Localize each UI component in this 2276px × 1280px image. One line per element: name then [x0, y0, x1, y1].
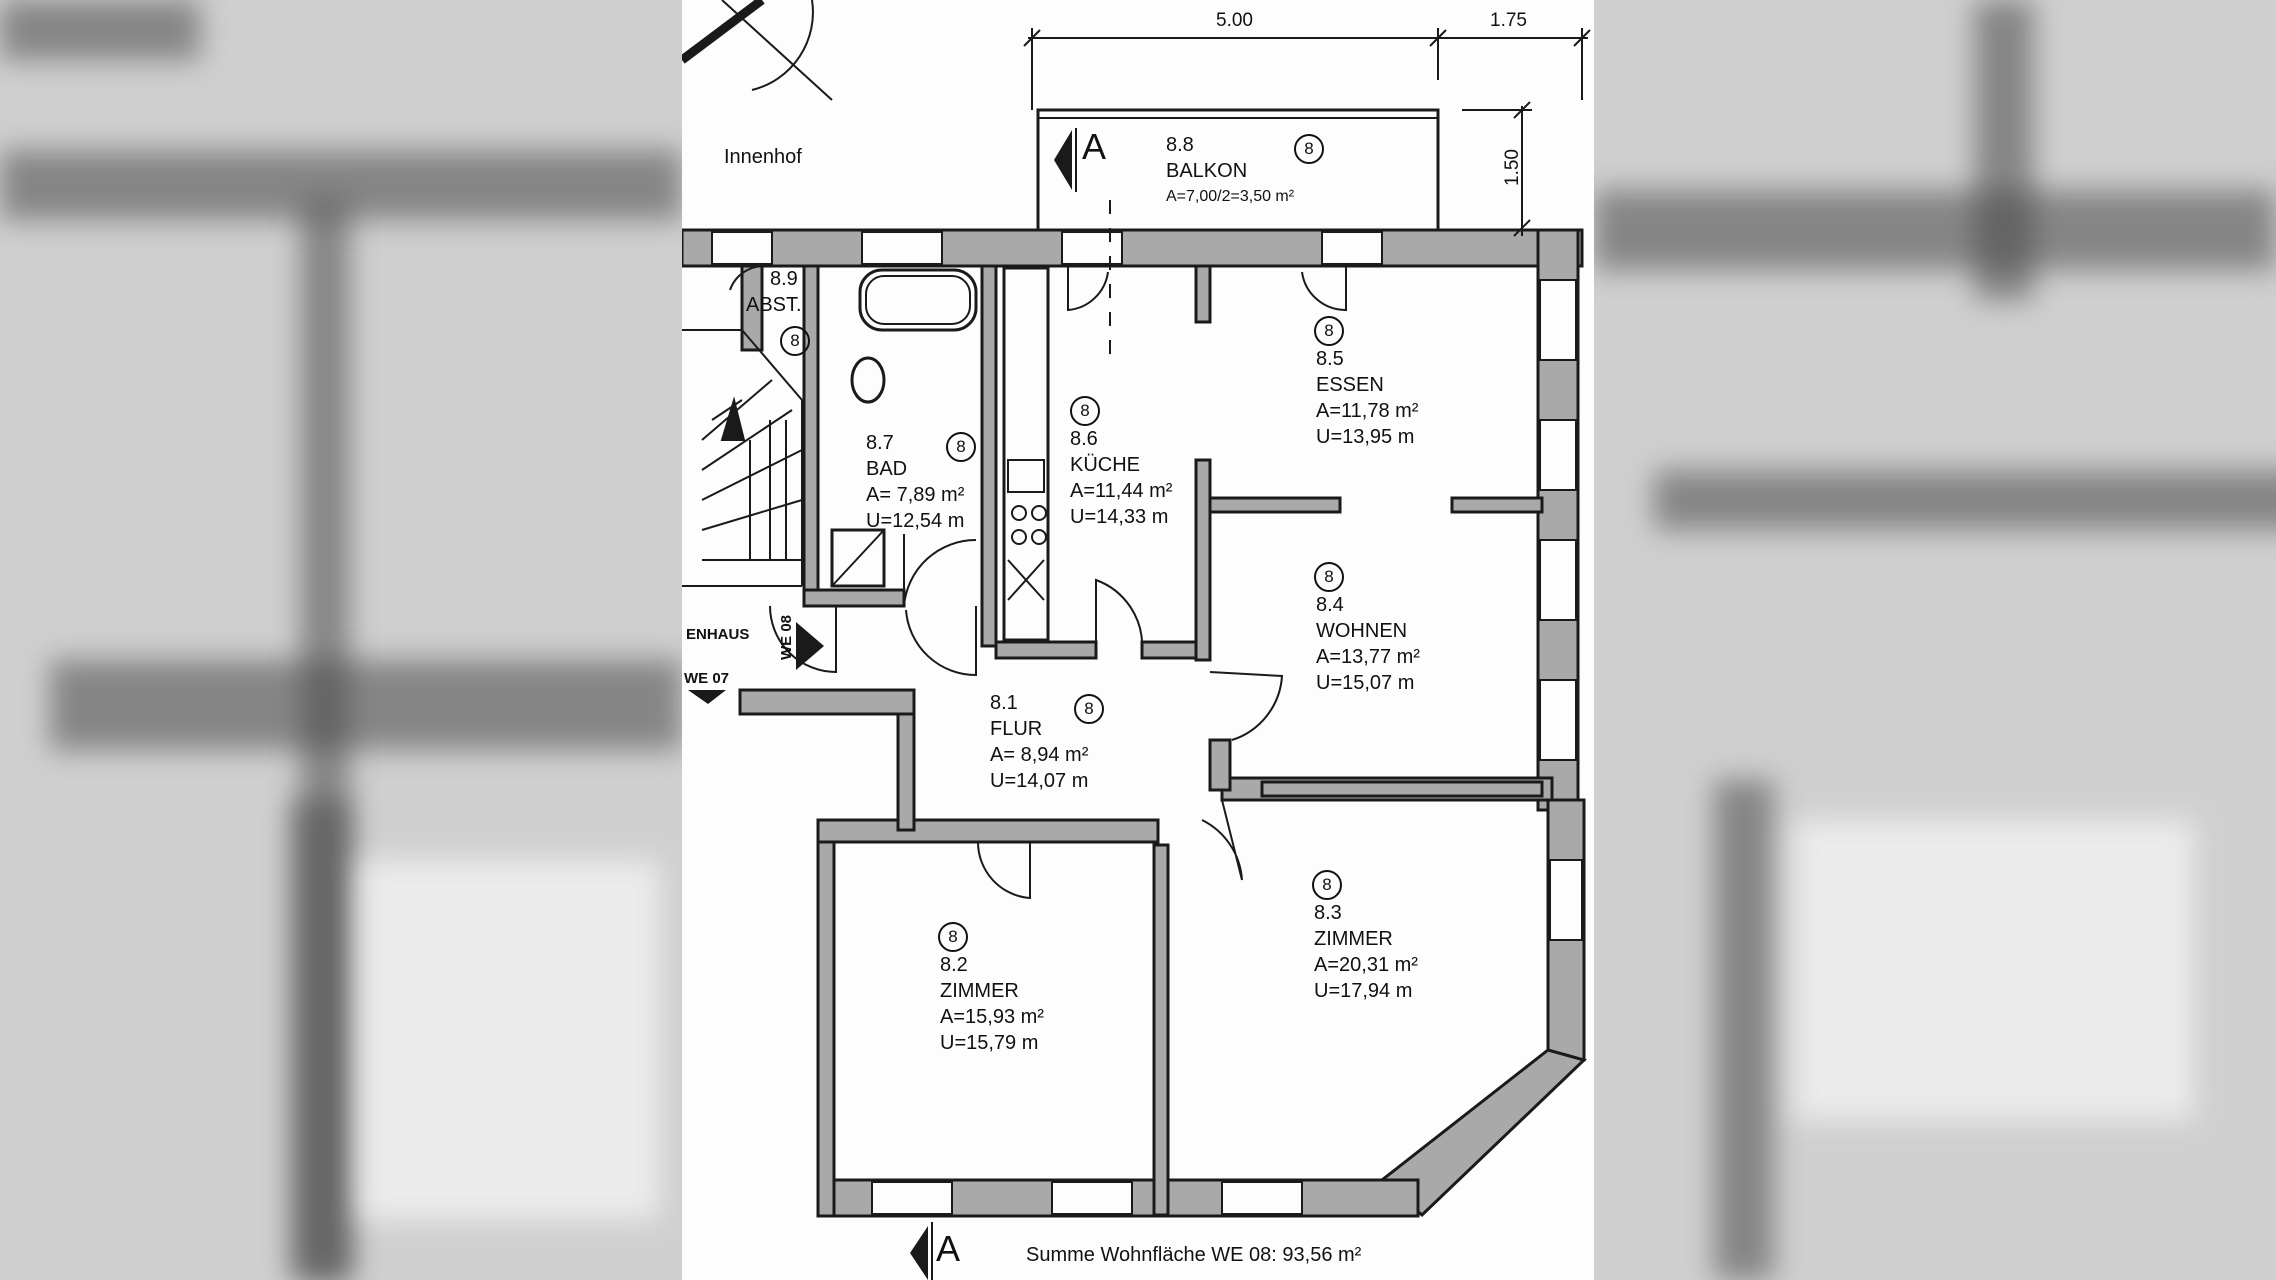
dimension-height: 1.50: [1502, 149, 1523, 186]
room-circle-wohnen: 8: [1314, 562, 1344, 592]
wall-essen-wohnen-left: [1208, 496, 1342, 514]
shower: [830, 528, 886, 588]
wall-kitchen-bottom-right: [1140, 640, 1204, 660]
wall-top: [682, 228, 1584, 268]
wall-left-zimmer: [816, 818, 836, 1218]
section-arrow-bottom: [910, 1226, 928, 1280]
bathroom-sink: [850, 356, 886, 404]
room-label-flur: 8.1 FLUR A= 8,94 m² U=14,07 m: [990, 692, 1089, 792]
neighbor-arrow: [688, 690, 726, 704]
wall-bath-right: [980, 264, 998, 648]
section-marker-bottom: A: [936, 1228, 961, 1269]
room-label-kueche: 8.6 KÜCHE A=11,44 m² U=14,33 m: [1070, 428, 1173, 528]
dimension-width-b: 1.75: [1490, 10, 1527, 31]
room-circle-essen: 8: [1314, 316, 1344, 346]
floor-plan: 5.00 1.75 1.50 Innenhof ENHAUS WE 08 WE …: [682, 0, 1594, 1280]
wall-kitchen-essen: [1194, 458, 1212, 662]
section-arrow-top: [1054, 130, 1072, 190]
courtyard-label: Innenhof: [724, 146, 802, 168]
wall-stairwell-corridor: [738, 688, 916, 716]
room-circle-abst: 8: [780, 326, 810, 356]
wall-kitchen-essen-top: [1194, 264, 1212, 324]
dimension-lines: [1023, 28, 1591, 237]
wall-bath-left: [802, 264, 820, 608]
room-circle-flur: 8: [1074, 694, 1104, 724]
unit-arrow: [796, 622, 824, 670]
wall-bath-bottom: [802, 588, 906, 608]
door-swings: [729, 264, 1347, 900]
room-label-abst: 8.9 ABST.: [746, 268, 802, 316]
room-circle-zimmer-2: 8: [938, 922, 968, 952]
unit-marker-label: WE 08: [778, 614, 795, 660]
room-label-essen: 8.5 ESSEN A=11,78 m² U=13,95 m: [1316, 348, 1419, 448]
room-label-zimmer-3: 8.3 ZIMMER A=20,31 m² U=17,94 m: [1314, 902, 1418, 1002]
wall-essen-wohnen-right: [1450, 496, 1544, 514]
kitchen-sink: [1007, 459, 1045, 493]
neighbor-unit-label: WE 07: [684, 670, 730, 687]
stairwell-label: ENHAUS: [686, 626, 750, 643]
room-label-zimmer-2: 8.2 ZIMMER A=15,93 m² U=15,79 m: [940, 954, 1044, 1054]
total-living-area: Summe Wohnfläche WE 08: 93,56 m²: [1026, 1244, 1362, 1266]
balcony-outline: [1036, 108, 1440, 232]
wall-wohnen-bottom: [1260, 780, 1544, 798]
room-label-wohnen: 8.4 WOHNEN A=13,77 m² U=15,07 m: [1316, 594, 1420, 694]
bathtub: [858, 268, 978, 332]
staircase: [682, 329, 803, 587]
blurred-background-right: [1594, 0, 2276, 1280]
wall-wohnen-pier: [1208, 738, 1232, 792]
kitchen-counter: [1002, 266, 1050, 642]
room-label-balkon: 8.8 BALKON A=7,00/2=3,50 m²: [1166, 134, 1295, 205]
room-circle-balkon: 8: [1294, 134, 1324, 164]
wall-top-zimmer2: [816, 818, 1160, 844]
floor-plan-drawing: [682, 0, 1591, 1280]
room-label-bad: 8.7 BAD A= 7,89 m² U=12,54 m: [866, 432, 965, 532]
dimension-width-a: 5.00: [1216, 10, 1253, 31]
section-marker-top: A: [1082, 126, 1107, 167]
room-circle-zimmer-3: 8: [1312, 870, 1342, 900]
wall-diagonal: [1379, 1048, 1587, 1218]
wall-zimmer-divider: [1152, 843, 1170, 1217]
room-circle-bad: 8: [946, 432, 976, 462]
wall-kitchen-bottom: [994, 640, 1098, 660]
room-circle-kueche: 8: [1070, 396, 1100, 426]
wall-flur-left: [896, 698, 916, 832]
kitchen-stove: [1011, 505, 1047, 545]
blurred-background-left: [0, 0, 682, 1280]
